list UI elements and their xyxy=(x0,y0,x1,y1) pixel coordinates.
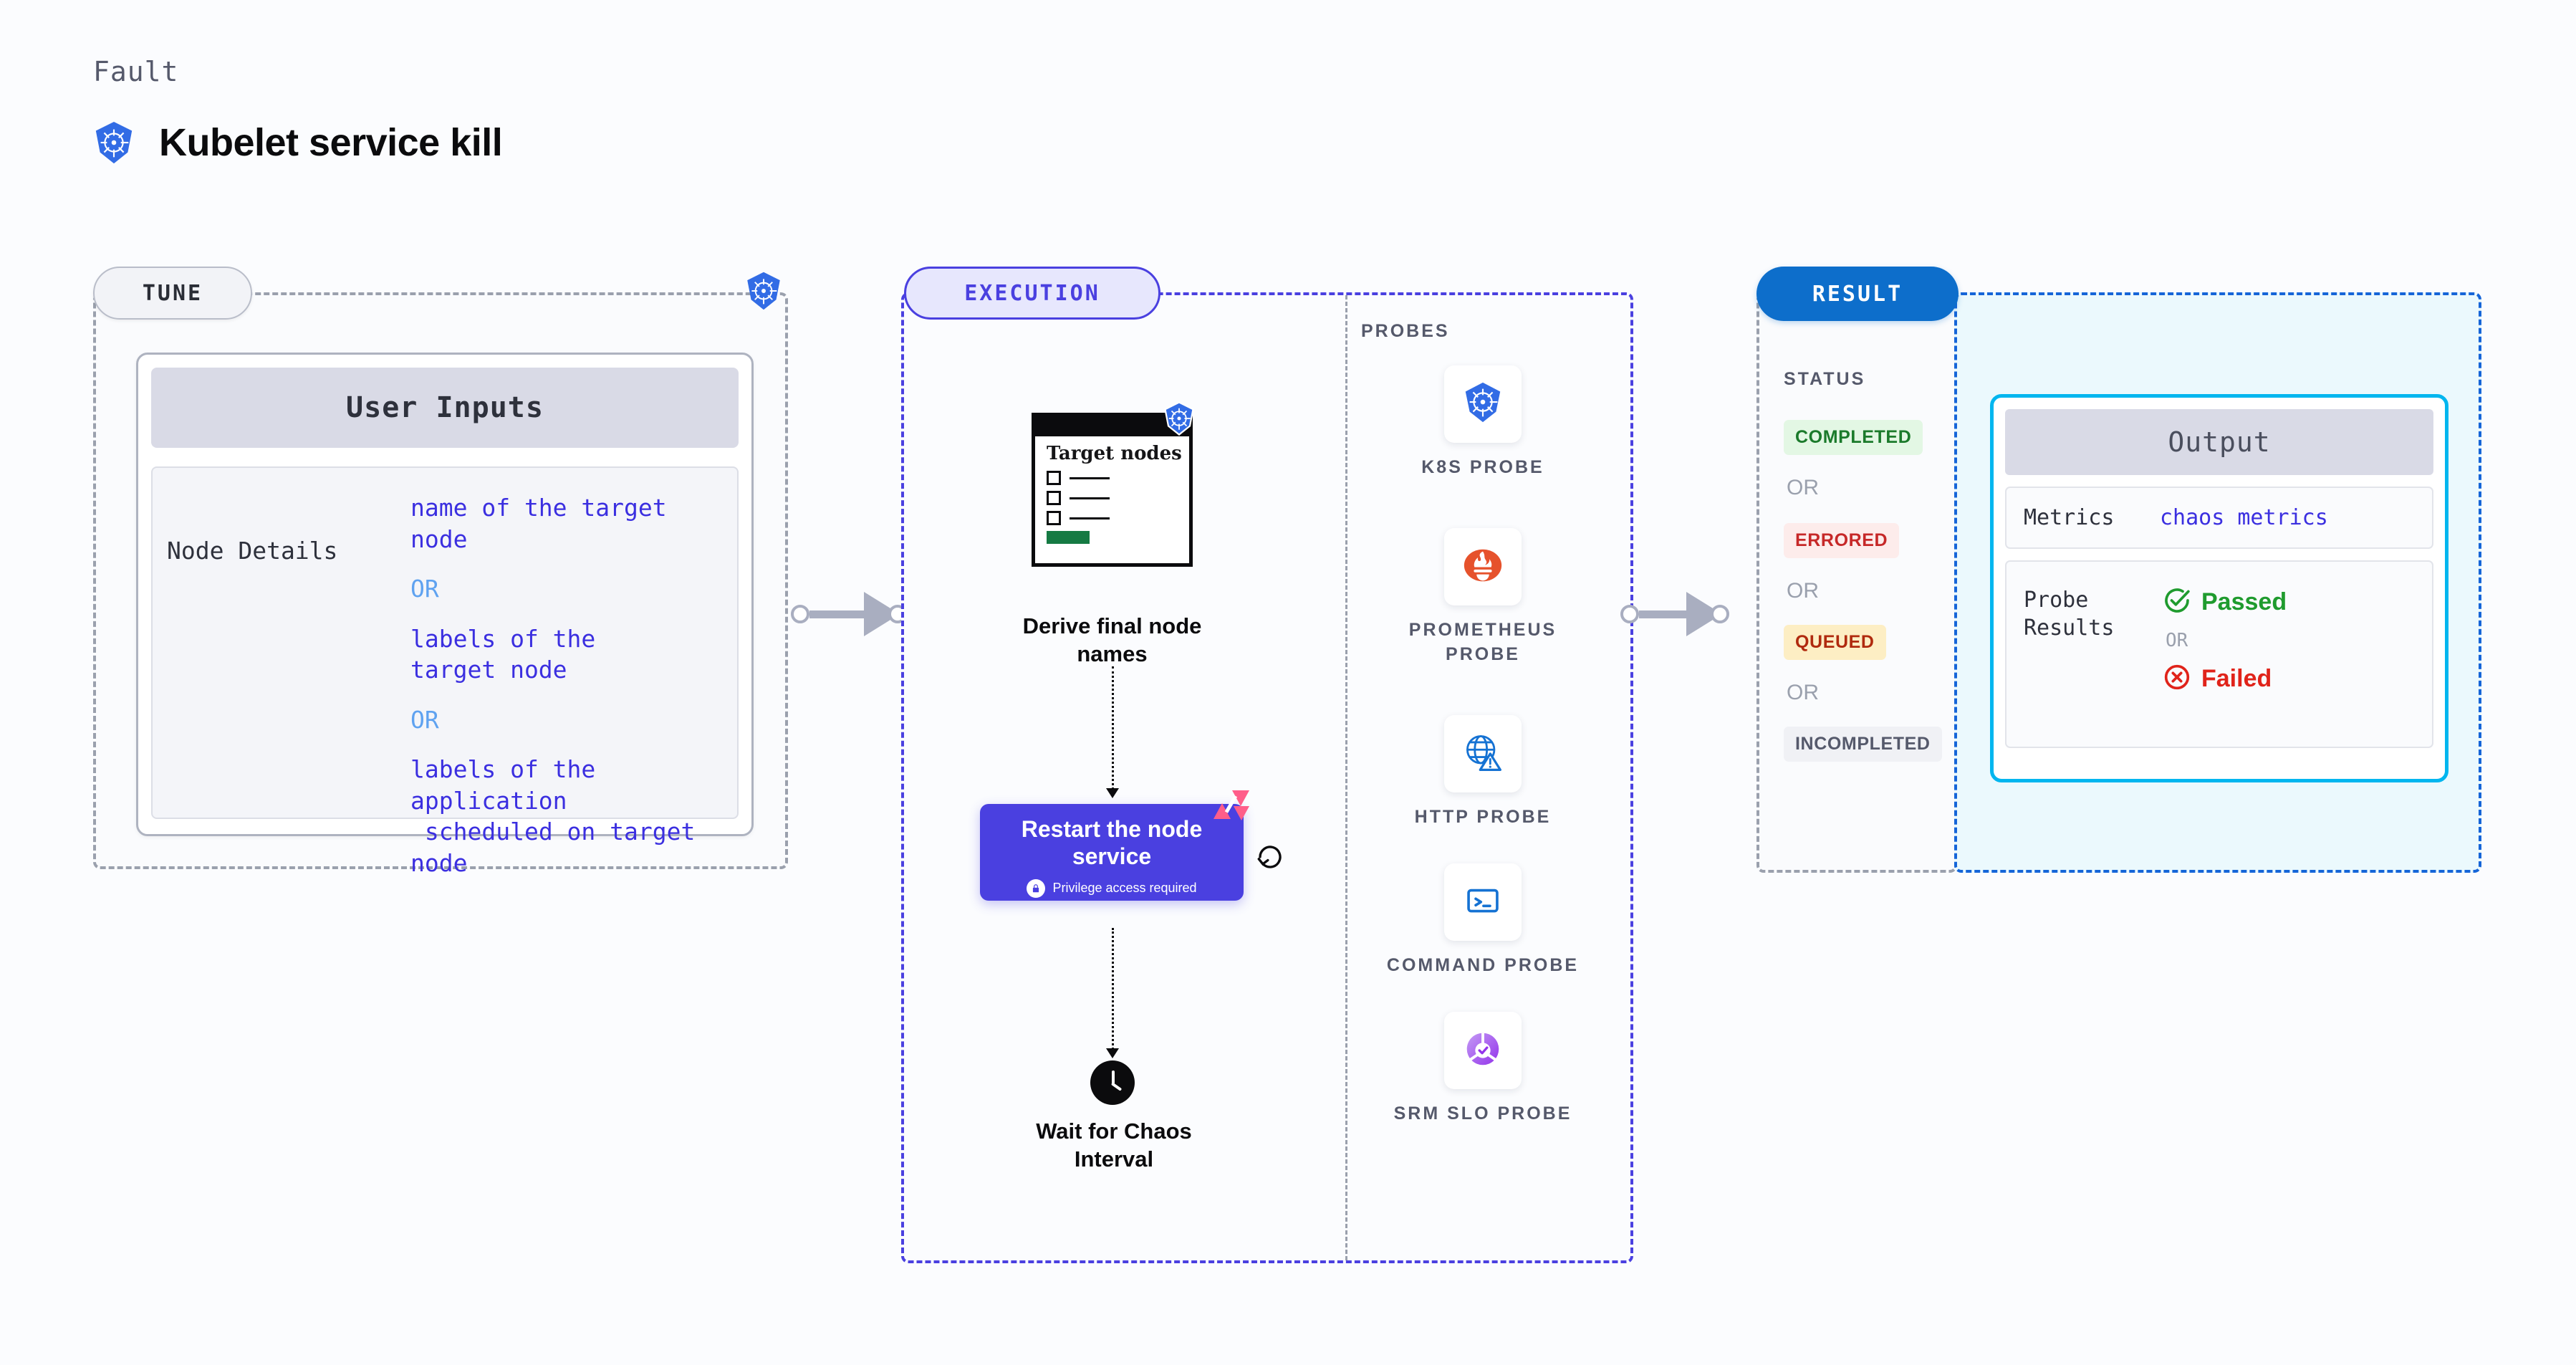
probe-tile xyxy=(1444,365,1522,443)
page-title: Kubelet service kill xyxy=(159,121,503,164)
placeholder-line xyxy=(1070,497,1110,499)
harness-icon xyxy=(1212,787,1252,828)
flow-arrow-line xyxy=(1112,928,1114,1050)
status-badge-errored: ERRORED xyxy=(1784,523,1900,558)
lock-icon xyxy=(1027,878,1046,898)
probe-passed-label: Passed xyxy=(2201,588,2287,616)
input-separator: OR xyxy=(410,575,439,603)
probe-tile xyxy=(1444,528,1522,605)
placeholder-line xyxy=(1070,517,1110,519)
restart-node-service-box[interactable]: Restart the node service Privilege acces… xyxy=(980,804,1244,901)
connector-stem xyxy=(809,610,865,618)
status-separator: OR xyxy=(1787,476,1819,499)
fault-title-row: Kubelet service kill xyxy=(92,120,503,165)
clock-icon xyxy=(1090,1060,1135,1105)
connector-stem xyxy=(1639,610,1688,618)
kubernetes-icon xyxy=(92,120,136,165)
probe-label: PROMETHEUS PROBE xyxy=(1408,620,1557,664)
output-metrics-row: Metrics chaos metrics xyxy=(2005,487,2433,549)
kubernetes-icon xyxy=(744,271,784,315)
probe-label: SRM SLO PROBE xyxy=(1393,1103,1572,1124)
connector-tune-to-execution xyxy=(791,592,907,636)
probe-tile xyxy=(1444,1012,1522,1089)
target-nodes-list xyxy=(1035,464,1189,526)
user-inputs-body: Node Details name of the target node OR … xyxy=(151,466,739,877)
probe-result-passed: Passed xyxy=(2163,586,2287,618)
probe-item-command[interactable]: COMMAND PROBE xyxy=(1386,863,1580,978)
flow-arrow-line xyxy=(1112,666,1114,790)
probes-divider xyxy=(1345,295,1347,1260)
srm-slo-donut-icon xyxy=(1461,1027,1505,1075)
card-titlebar xyxy=(1035,416,1189,436)
input-row-values: name of the target node OR labels of the… xyxy=(410,492,723,877)
output-probe-results-row: Probe Results Passed OR xyxy=(2005,560,2433,748)
probe-item-prometheus[interactable]: PROMETHEUS PROBE xyxy=(1386,528,1580,667)
check-circle-icon xyxy=(2163,586,2191,618)
connector-dot xyxy=(1711,605,1729,623)
user-inputs-title: User Inputs xyxy=(151,368,739,448)
probe-item-http[interactable]: HTTP PROBE xyxy=(1386,715,1580,830)
output-probe-key: Probe Results xyxy=(2024,588,2115,641)
status-separator: OR xyxy=(1787,579,1819,603)
status-badge-completed: COMPLETED xyxy=(1784,420,1923,455)
probe-label: K8S PROBE xyxy=(1421,457,1544,477)
checkbox-icon xyxy=(1047,511,1061,526)
kubernetes-icon xyxy=(1162,401,1196,439)
execution-pill[interactable]: EXECUTION xyxy=(904,267,1160,320)
connector-dot xyxy=(1620,605,1639,623)
derive-node-names-caption: Derive final node names xyxy=(1022,613,1202,666)
checkbox-icon xyxy=(1047,471,1061,486)
probe-result-separator: OR xyxy=(2166,630,2188,651)
output-metrics-value: chaos metrics xyxy=(2160,505,2328,530)
result-pill[interactable]: RESULT xyxy=(1756,267,1959,321)
privilege-note: Privilege access required xyxy=(980,878,1244,898)
list-item xyxy=(1047,471,1189,486)
checkbox-icon xyxy=(1047,491,1061,506)
probe-result-failed: Failed xyxy=(2163,663,2287,695)
probe-label: COMMAND PROBE xyxy=(1386,955,1580,975)
kubernetes-icon xyxy=(1461,380,1505,428)
probe-tile xyxy=(1444,863,1522,941)
probe-item-srm-slo[interactable]: SRM SLO PROBE xyxy=(1386,1012,1580,1126)
connector-dot xyxy=(791,605,809,623)
x-circle-icon xyxy=(2163,663,2191,695)
flow-arrow-head xyxy=(1106,788,1119,798)
output-metrics-key: Metrics xyxy=(2024,505,2115,530)
fault-kicker: Fault xyxy=(93,56,179,87)
privilege-note-text: Privilege access required xyxy=(1052,881,1197,896)
input-value: labels of the application scheduled on t… xyxy=(410,755,696,877)
probe-item-k8s[interactable]: K8S PROBE xyxy=(1386,365,1580,480)
output-card-title: Output xyxy=(2005,409,2433,475)
input-separator: OR xyxy=(410,705,439,734)
output-card: Output Metrics chaos metrics Probe Resul… xyxy=(1990,394,2448,782)
input-row-key: Node Details xyxy=(167,537,338,565)
target-nodes-card-icon: Target nodes xyxy=(1032,413,1193,567)
probe-tile xyxy=(1444,715,1522,792)
flow-arrow-head xyxy=(1106,1048,1119,1058)
list-item xyxy=(1047,491,1189,506)
user-inputs-card: User Inputs Node Details name of the tar… xyxy=(136,353,754,877)
wait-chaos-interval-caption: Wait for Chaos Interval xyxy=(1036,1119,1192,1172)
status-badge-incompleted: INCOMPLETED xyxy=(1784,727,1942,762)
input-value: name of the target node xyxy=(410,494,667,553)
status-badge-queued: QUEUED xyxy=(1784,625,1886,660)
probe-failed-label: Failed xyxy=(2201,665,2272,692)
progress-bar xyxy=(1047,531,1090,545)
retry-loop-icon xyxy=(1255,842,1285,876)
terminal-icon xyxy=(1462,880,1504,925)
target-nodes-card-title: Target nodes xyxy=(1047,443,1182,464)
status-section-label: STATUS xyxy=(1784,369,1866,389)
placeholder-line xyxy=(1070,476,1110,479)
input-value: labels of the target node xyxy=(410,624,596,684)
connector-execution-to-result xyxy=(1620,592,1729,636)
globe-warning-icon xyxy=(1461,731,1504,777)
probe-result-values: Passed OR Failed xyxy=(2160,586,2287,695)
probe-label: HTTP PROBE xyxy=(1414,807,1552,827)
probes-section-label: PROBES xyxy=(1361,321,1450,341)
list-item xyxy=(1047,511,1189,526)
status-separator: OR xyxy=(1787,681,1819,704)
restart-node-service-title: Restart the node service xyxy=(1021,816,1203,870)
prometheus-icon xyxy=(1461,543,1505,591)
tune-pill[interactable]: TUNE xyxy=(93,267,252,320)
